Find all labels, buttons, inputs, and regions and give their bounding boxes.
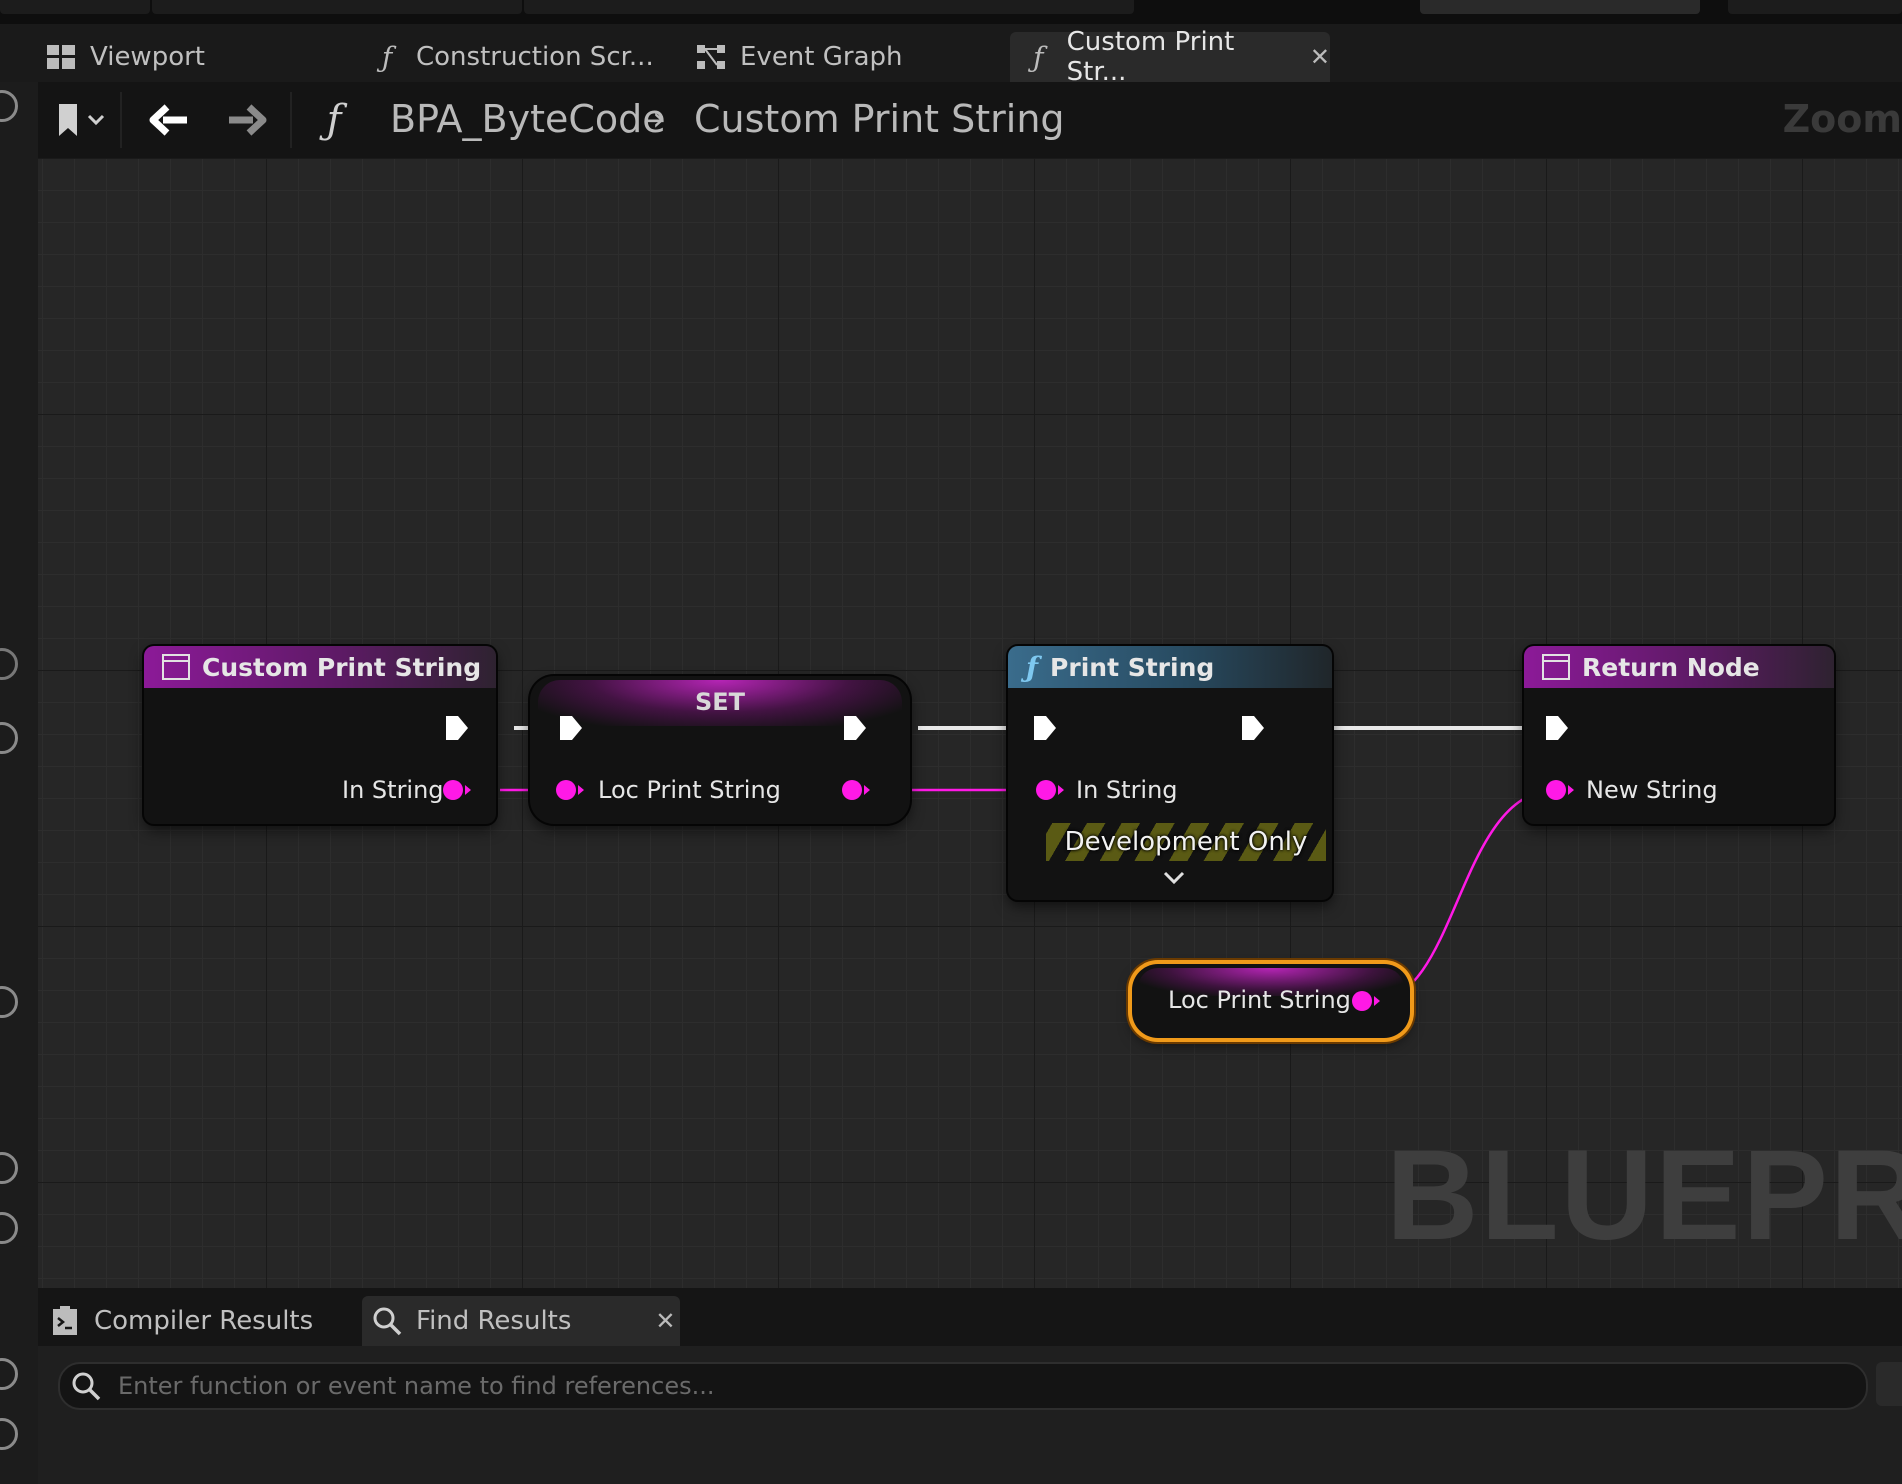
tab-compiler-results[interactable]: Compiler Results [46,1296,346,1346]
event-graph-icon [696,42,726,72]
function-icon: ƒ [1033,40,1044,74]
development-only-banner [1046,823,1326,861]
search-icon [72,1372,101,1401]
function-entry-icon [162,654,190,680]
function-icon: ƒ [326,97,342,143]
tab-label: Construction Scr... [416,42,654,72]
return-node[interactable]: Return Node [1524,646,1834,824]
function-icon: ƒ [1026,650,1039,684]
find-results-search-bar [58,1362,1868,1410]
add-icon[interactable] [0,1212,18,1244]
tab-label: Custom Print Str... [1066,27,1235,87]
top-strip-segment [1420,0,1700,14]
node-header-glow [538,680,902,726]
breadcrumb-function[interactable]: Custom Print String [694,97,1065,141]
graph-toolbar: ƒ BPA_ByteCode › Custom Print String Zoo… [38,82,1902,159]
expand-chevron-icon[interactable] [1162,870,1186,890]
blueprint-graph-canvas[interactable]: BLUEPRINT Custom Print String In String … [38,158,1902,1288]
tab-construction-script[interactable]: ƒ Construction Scr... [372,32,662,82]
add-icon[interactable] [0,722,18,754]
editor-tab-bar: Viewport ƒ Construction Scr... Event Gra… [0,24,1902,87]
back-button[interactable] [142,96,196,144]
breadcrumb-blueprint[interactable]: BPA_ByteCode [390,97,666,141]
function-entry-node[interactable]: Custom Print String [144,646,496,824]
top-strip [0,0,1902,24]
pin-label-in-string: In String [1076,776,1178,804]
compiler-results-icon [53,1306,77,1335]
top-strip-segment [152,0,522,14]
tab-event-graph[interactable]: Event Graph [696,32,996,82]
tab-find-results[interactable]: Find Results ✕ [362,1296,680,1346]
blueprint-watermark: BLUEPRINT [1386,1124,1902,1267]
pin-label-new-string: New String [1586,776,1718,804]
add-icon[interactable] [0,1358,18,1390]
find-references-input[interactable] [116,1371,1820,1401]
zoom-label: Zoom [1782,97,1902,141]
print-string-node[interactable]: ƒ Print String [1008,646,1332,900]
node-header: ƒ Print String [1008,646,1332,688]
add-icon[interactable] [0,1418,18,1450]
close-tab-icon[interactable]: ✕ [655,1307,676,1335]
node-title: Custom Print String [202,652,482,682]
close-tab-icon[interactable]: ✕ [1309,43,1330,71]
pin-label-in-string: In String [342,776,444,804]
tab-label: Viewport [90,42,205,72]
add-icon[interactable] [0,1152,18,1184]
viewport-icon [46,42,76,72]
settings-icon[interactable] [0,648,18,680]
collapse-handle-icon[interactable] [0,90,18,122]
results-tab-bar: Compiler Results Find Results ✕ [38,1288,1902,1346]
forward-arrow-icon [229,104,267,136]
forward-button[interactable] [220,96,274,144]
top-strip-segment [1728,0,1902,14]
top-strip-segment [0,0,150,14]
breadcrumb-separator-icon: › [652,99,666,139]
tab-custom-print-string[interactable]: ƒ Custom Print Str... ✕ [1010,27,1330,87]
toolbar-separator [290,92,292,148]
function-icon: ƒ [381,40,393,74]
toolbar-separator [120,92,122,148]
node-header: Custom Print String [144,646,496,688]
node-title: Return Node [1582,652,1760,682]
variable-label: Loc Print String [1168,986,1351,1014]
get-loc-print-string-node[interactable]: Loc Print String [1132,964,1410,1038]
left-side-panel-strip [0,82,38,1484]
pin-label-loc-print-string: Loc Print String [598,776,781,804]
function-result-icon [1542,654,1570,680]
bookmark-icon [59,104,105,136]
bookmark-dropdown-button[interactable] [52,96,114,144]
bottom-results-panel: Compiler Results Find Results ✕ [38,1288,1902,1484]
node-header: Return Node [1524,646,1834,688]
back-arrow-icon [149,104,187,136]
tab-viewport[interactable]: Viewport [46,32,346,82]
tab-label: Compiler Results [94,1306,314,1336]
tab-label: Find Results [416,1306,572,1336]
node-title: SET [694,688,746,716]
add-icon[interactable] [0,986,18,1018]
top-strip-segment [524,0,1134,14]
search-options-button[interactable] [1876,1362,1902,1406]
search-icon [373,1307,402,1336]
tab-label: Event Graph [740,42,903,72]
development-only-label: Development Only [1064,827,1308,857]
node-title: Print String [1050,652,1215,682]
